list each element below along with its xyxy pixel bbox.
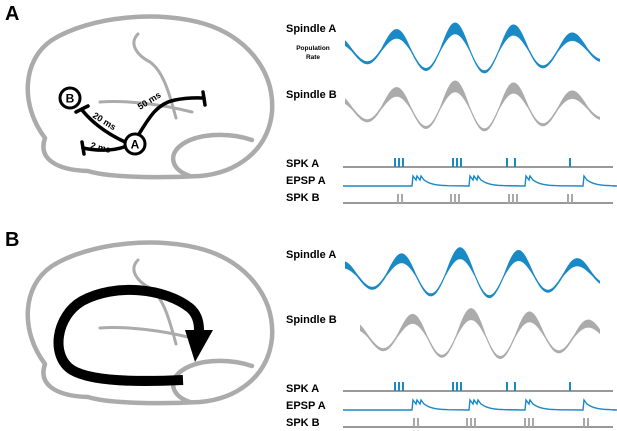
- node-b-circle: [58, 86, 82, 110]
- synapse-bar-b: [74, 104, 90, 114]
- arrow-shaft: [53, 284, 204, 386]
- population-rate-label-line1: Population: [296, 45, 330, 52]
- delay-label-2ms: 2 ms: [90, 140, 112, 155]
- spindle-b-label-b: Spindle B: [286, 314, 337, 326]
- spindle-b-trace-b: [360, 308, 600, 359]
- spindle-a-trace-b: [345, 247, 600, 299]
- spindle-b-label-a: Spindle B: [286, 89, 337, 101]
- spike-rasters-b: [343, 382, 617, 428]
- axon-a-to-far-target: [132, 96, 206, 144]
- node-a-circle: [123, 132, 147, 156]
- spike-rasters-a: [343, 158, 617, 204]
- axon-a-to-near-target: [81, 145, 126, 152]
- panel-b: B Spindle A Spindle B SPK A EPSP A SPK B: [5, 229, 617, 429]
- epsp-a-label-a: EPSP A: [286, 175, 326, 187]
- panel-a-letter: A: [5, 3, 19, 25]
- epsp-a-trace: [343, 174, 617, 187]
- panel-b-letter: B: [5, 229, 19, 251]
- connections-a: A B 50 ms 20 ms 2 ms: [58, 86, 207, 156]
- spk-a-label-a: SPK A: [286, 158, 319, 170]
- epsp-a-label-b: EPSP A: [286, 400, 326, 412]
- panel-a: A A B 50 ms 20 ms 2 ms Spindle A Popu: [5, 3, 617, 204]
- brain-outline-a: [25, 14, 275, 180]
- synapse-bar-far: [201, 90, 207, 107]
- spindle-a-label-b: Spindle A: [286, 249, 336, 261]
- arrow-head: [185, 330, 213, 362]
- synapse-bar-near: [80, 140, 86, 156]
- spindle-b-trace-a: [345, 80, 600, 132]
- population-rate-label-line2: Rate: [306, 54, 320, 61]
- spindle-a-label-a: Spindle A: [286, 23, 336, 35]
- propagation-arrow: [53, 284, 213, 386]
- epsp-a-trace: [343, 398, 617, 411]
- spindle-a-trace-a: [345, 22, 600, 74]
- node-a-label: A: [131, 138, 140, 152]
- spk-a-label-b: SPK A: [286, 383, 319, 395]
- node-b-label: B: [66, 92, 75, 106]
- spk-b-label-b: SPK B: [286, 417, 320, 429]
- axon-a-to-b: [80, 108, 127, 144]
- spk-b-label-a: SPK B: [286, 192, 320, 204]
